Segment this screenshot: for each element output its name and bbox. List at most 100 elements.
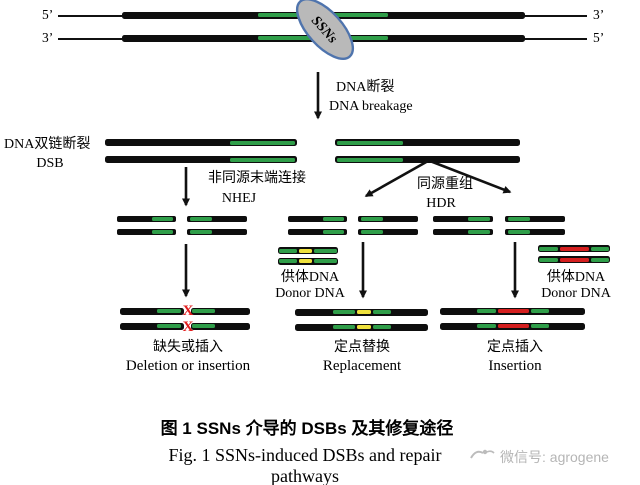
result-red — [498, 309, 529, 313]
strand1-left-thin-line — [58, 14, 122, 17]
frag-green — [152, 217, 173, 221]
result-green — [157, 309, 181, 313]
watermark-text: 微信号: agrogene — [500, 449, 609, 465]
donor-mid-label-zh: 供体DNA — [280, 270, 340, 285]
donor-red — [560, 246, 589, 251]
result2-label-zh: 定点替换 — [334, 340, 390, 355]
result1-left-r1 — [120, 307, 184, 315]
result-green — [477, 309, 496, 313]
hdr2-frag-left-r1 — [433, 215, 493, 222]
result1-left-r2 — [120, 322, 184, 330]
dsb-right-strand2 — [335, 156, 520, 163]
result-green — [531, 309, 549, 313]
hdr2-frag-left-r2 — [433, 228, 493, 235]
donor-green — [591, 246, 609, 251]
frag-green — [190, 230, 212, 234]
donor-mid-r2 — [278, 257, 338, 265]
donor-red — [560, 257, 589, 262]
result-green — [373, 325, 391, 329]
mutation-x-mark: X — [182, 318, 194, 335]
donor-green — [279, 248, 297, 253]
breakage-label-en: DNA breakage — [329, 99, 413, 114]
result-yellow — [357, 310, 371, 314]
result3-label-zh: 定点插入 — [487, 340, 543, 355]
donor-yellow — [299, 248, 312, 253]
dsb-left-strand2 — [105, 156, 297, 163]
breakage-label-zh: DNA断裂 — [336, 80, 395, 95]
nhej-frag-right-r2 — [187, 228, 247, 235]
frag-green — [323, 217, 344, 221]
dsb-left-strand2-homology — [230, 157, 295, 162]
hdr2-frag-right-r1 — [505, 215, 565, 222]
dsb-left-strand1 — [105, 139, 297, 146]
strand2-left-prime-label: 3’ — [42, 30, 54, 45]
figure-caption-en: Fig. 1 SSNs-induced DSBs and repair path… — [168, 445, 442, 485]
dsb-label-zh: DNA双链断裂 — [4, 137, 91, 152]
hdr-label-zh: 同源重组 — [417, 177, 473, 192]
result-yellow — [357, 325, 371, 329]
mutation-x-mark: X — [182, 303, 194, 319]
result1-label-zh: 缺失或插入 — [153, 340, 223, 355]
frag-green — [323, 230, 344, 234]
result-green — [373, 310, 391, 314]
dsb-right-strand1 — [335, 139, 520, 146]
hdr1-frag-right-r2 — [358, 228, 418, 235]
strand1-target-site — [258, 13, 388, 17]
result1-right-r1 — [191, 307, 250, 315]
result3-r2 — [440, 322, 585, 330]
donor-green — [314, 248, 337, 253]
hdr-label-en: HDR — [426, 196, 456, 211]
hdr2-frag-right-r2 — [505, 228, 565, 235]
hdr1-frag-left-r1 — [288, 215, 347, 222]
result-green — [157, 324, 181, 328]
result-red — [498, 324, 529, 328]
result3-r1 — [440, 307, 585, 315]
figure-caption-zh: 图 1 SSNs 介导的 DSBs 及其修复途径 — [160, 419, 454, 438]
donor-green — [314, 259, 337, 263]
result-green — [333, 310, 355, 314]
donor-right-label-en: Donor DNA — [541, 286, 611, 301]
frag-green — [190, 217, 212, 221]
frag-green — [361, 230, 383, 234]
donor-yellow — [299, 259, 312, 263]
donor-green — [539, 246, 558, 251]
result-green — [192, 324, 215, 328]
result2-r2 — [295, 323, 428, 331]
donor-green — [279, 259, 297, 263]
hdr1-frag-right-r1 — [358, 215, 418, 222]
result-green — [333, 325, 355, 329]
nhej-label-zh: 非同源末端连接 — [208, 171, 306, 186]
hdr1-frag-left-r2 — [288, 228, 347, 235]
result2-r1 — [295, 308, 428, 316]
strand1-right-prime-label: 3’ — [593, 7, 605, 22]
frag-green — [468, 230, 490, 234]
strand1-right-thin-line — [525, 14, 587, 17]
frag-green — [468, 217, 490, 221]
strand1-bar — [122, 11, 525, 19]
frag-green — [152, 230, 173, 234]
frag-green — [508, 217, 530, 221]
ssns-enzyme-ellipse — [296, 0, 354, 60]
result-green — [192, 309, 215, 313]
donor-right-r2 — [538, 256, 610, 263]
strand2-bar — [122, 34, 525, 42]
donor-green — [539, 257, 558, 262]
donor-mid-label-en: Donor DNA — [275, 286, 345, 301]
strand2-right-thin-line — [525, 37, 587, 40]
nhej-frag-right-r1 — [187, 215, 247, 222]
result3-label-en: Insertion — [488, 358, 542, 374]
nhej-frag-left-r1 — [117, 215, 176, 222]
donor-right-r1 — [538, 245, 610, 252]
strand1-left-prime-label: 5’ — [42, 7, 54, 22]
frag-green — [508, 230, 530, 234]
strand2-left-thin-line — [58, 37, 122, 40]
frag-green — [361, 217, 383, 221]
nhej-label-en: NHEJ — [221, 191, 257, 206]
strand2-right-prime-label: 5’ — [593, 30, 605, 45]
donor-green — [591, 257, 609, 262]
result2-label-en: Replacement — [322, 358, 402, 374]
result-green — [477, 324, 496, 328]
result1-label-en: Deletion or insertion — [125, 358, 251, 374]
result1-right-r2 — [191, 322, 250, 330]
